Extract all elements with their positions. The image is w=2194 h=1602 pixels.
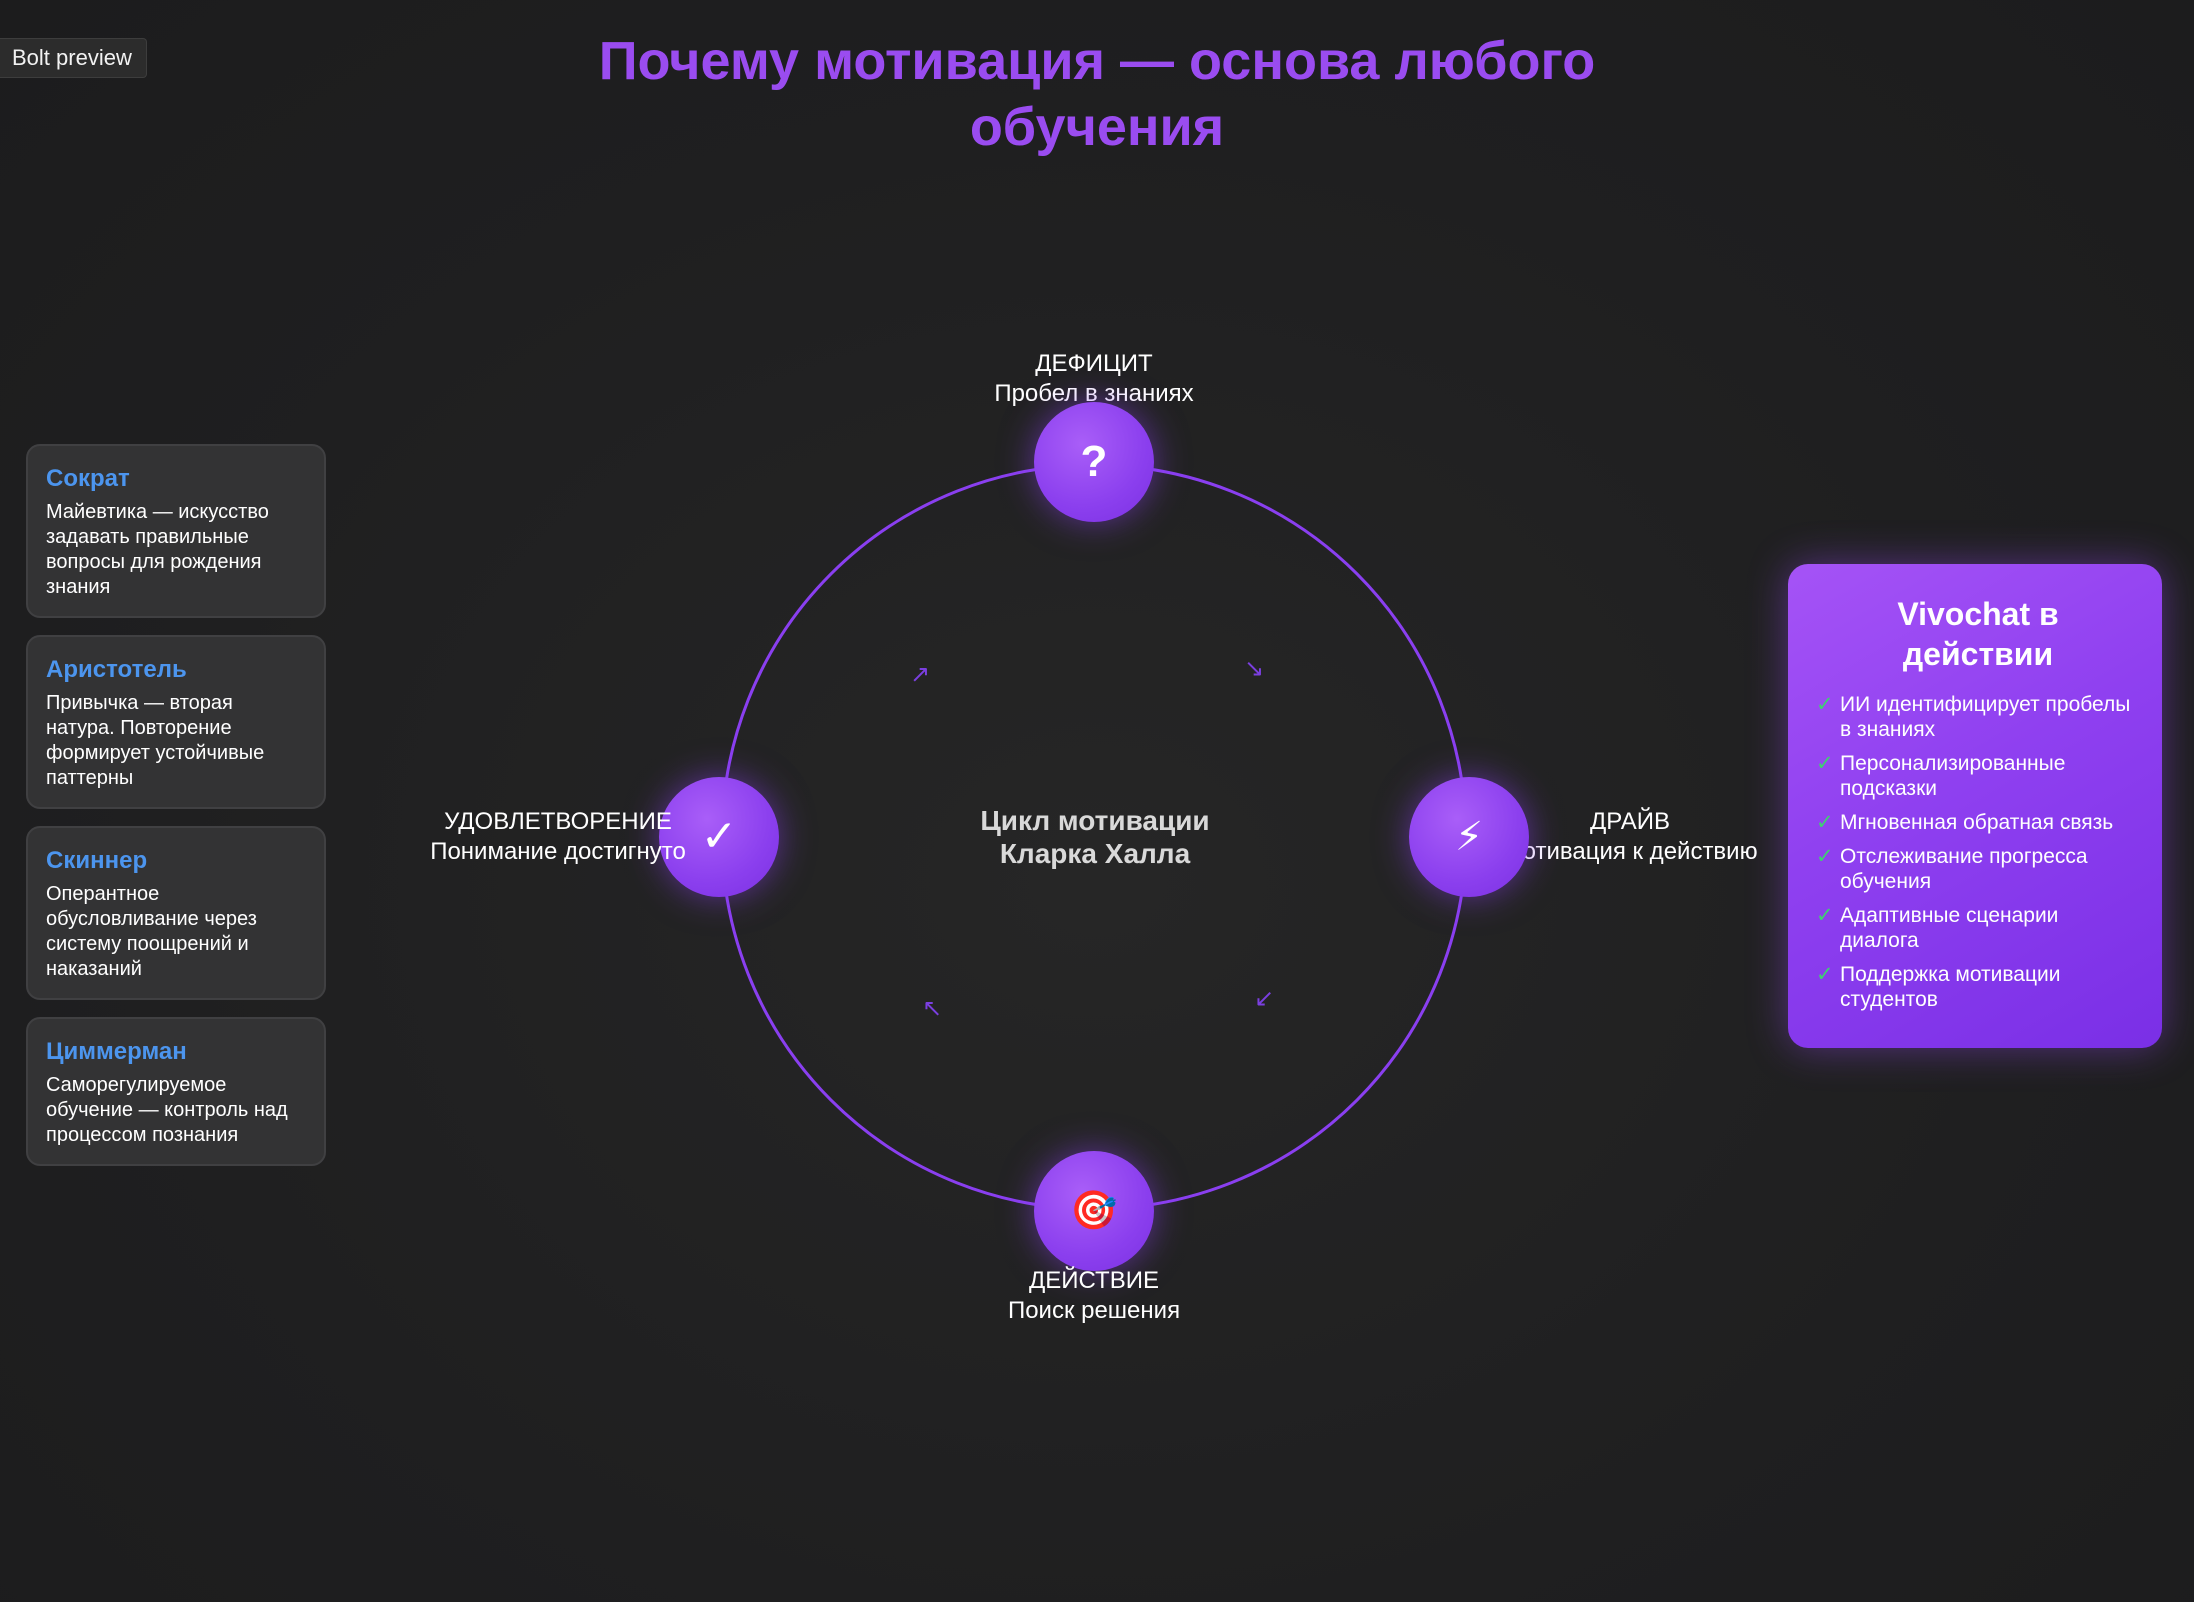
- checkmark-icon: ✓: [700, 812, 738, 861]
- philosopher-name: Аристотель: [46, 656, 187, 683]
- arrow-down-right-icon: ↘: [1244, 655, 1265, 682]
- philosopher-text: Саморегулируемое обучение — контроль над…: [46, 1074, 288, 1146]
- cycle-center-title: Цикл мотивации Кларка Халла: [900, 804, 1290, 870]
- philosopher-name: Скиннер: [46, 847, 148, 874]
- vivochat-feature-list: ✓ ИИ идентифицирует пробелы в знаниях ✓ Пе…: [1816, 692, 2140, 1012]
- feature-text: Адаптивные сценарии диалога: [1840, 904, 2059, 952]
- feature-text: Поддержка мотивации студентов: [1840, 963, 2061, 1011]
- arrow-down-left-icon: ↙: [1254, 985, 1275, 1012]
- vivochat-card: Vivochat в действии ✓ ИИ идентифицирует п…: [1788, 564, 2162, 1048]
- list-item: ✓ Поддержка мотивации студентов: [1816, 962, 2140, 1012]
- deficit-node[interactable]: ?: [1034, 402, 1154, 522]
- action-label: ДЕЙСТВИЕ Поиск решения: [944, 1266, 1244, 1326]
- drive-node[interactable]: ⚡: [1409, 777, 1529, 897]
- drive-label: ДРАЙВ Мотивация к действию: [1480, 807, 1780, 867]
- list-item: ✓ Отслеживание прогресса обучения: [1816, 844, 2140, 894]
- philosopher-cards: Сократ Майевтика — искусство задавать пр…: [26, 444, 326, 1183]
- list-item: ✓ Адаптивные сценарии диалога: [1816, 903, 2140, 953]
- satisfaction-subtitle: Понимание достигнуто: [430, 838, 686, 865]
- cycle-center-line2: Кларка Халла: [999, 838, 1191, 869]
- vivochat-title-line2: действии: [1902, 636, 2054, 672]
- page-title-line1: Почему мотивация — основа любого: [598, 31, 1596, 91]
- lightning-icon: ⚡: [1454, 815, 1484, 859]
- drive-subtitle: Мотивация к действию: [1502, 838, 1758, 865]
- check-icon: ✓: [1816, 693, 1834, 716]
- drive-title: ДРАЙВ: [1590, 808, 1670, 835]
- philosopher-name: Сократ: [46, 465, 130, 492]
- satisfaction-node[interactable]: ✓: [659, 777, 779, 897]
- vivochat-title-line1: Vivochat в: [1897, 596, 2059, 632]
- feature-text: ИИ идентифицирует пробелы в знаниях: [1840, 693, 2131, 741]
- philosopher-card-socrates: Сократ Майевтика — искусство задавать пр…: [26, 444, 326, 618]
- check-icon: ✓: [1816, 963, 1834, 986]
- feature-text: Мгновенная обратная связь: [1840, 811, 2114, 834]
- action-subtitle: Поиск решения: [1007, 1297, 1181, 1324]
- vivochat-title: Vivochat в действии: [1816, 594, 2140, 674]
- target-icon: 🎯: [1070, 1190, 1118, 1232]
- satisfaction-label: УДОВЛЕТВОРЕНИЕ Понимание достигнуто: [408, 807, 708, 867]
- philosopher-card-skinner: Скиннер Оперантное обусловливание через …: [26, 826, 326, 1000]
- question-icon: ?: [1080, 437, 1108, 486]
- feature-text: Отслеживание прогресса обучения: [1840, 845, 2088, 893]
- cycle-center-line1: Цикл мотивации: [980, 805, 1210, 836]
- check-icon: ✓: [1816, 845, 1834, 868]
- check-icon: ✓: [1816, 811, 1834, 834]
- feature-text: Персонализированные подсказки: [1840, 752, 2066, 800]
- satisfaction-title: УДОВЛЕТВОРЕНИЕ: [444, 808, 672, 835]
- check-icon: ✓: [1816, 752, 1834, 775]
- action-title: ДЕЙСТВИЕ: [1029, 1267, 1159, 1294]
- list-item: ✓ ИИ идентифицирует пробелы в знаниях: [1816, 692, 2140, 742]
- philosopher-card-aristotle: Аристотель Привычка — вторая натура. Пов…: [26, 635, 326, 809]
- philosopher-card-zimmerman: Циммерман Саморегулируемое обучение — ко…: [26, 1017, 326, 1166]
- arrow-up-right-icon: ↗: [910, 661, 931, 688]
- philosopher-name: Циммерман: [46, 1038, 187, 1065]
- list-item: ✓ Персонализированные подсказки: [1816, 751, 2140, 801]
- bolt-preview-badge[interactable]: Bolt preview: [0, 38, 147, 78]
- list-item: ✓ Мгновенная обратная связь: [1816, 810, 2140, 835]
- deficit-title: ДЕФИЦИТ: [1035, 350, 1153, 377]
- philosopher-text: Майевтика — искусство задавать правильны…: [46, 501, 269, 598]
- deficit-label: ДЕФИЦИТ Пробел в знаниях: [944, 349, 1244, 409]
- philosopher-text: Оперантное обусловливание через систему …: [46, 883, 257, 980]
- page-title: Почему мотивация — основа любого обучени…: [0, 28, 2194, 160]
- philosopher-text: Привычка — вторая натура. Повторение фор…: [46, 692, 265, 789]
- check-icon: ✓: [1816, 904, 1834, 927]
- page-title-line2: обучения: [969, 97, 1225, 157]
- action-node[interactable]: 🎯: [1034, 1151, 1154, 1271]
- arrow-up-left-icon: ↖: [922, 995, 943, 1022]
